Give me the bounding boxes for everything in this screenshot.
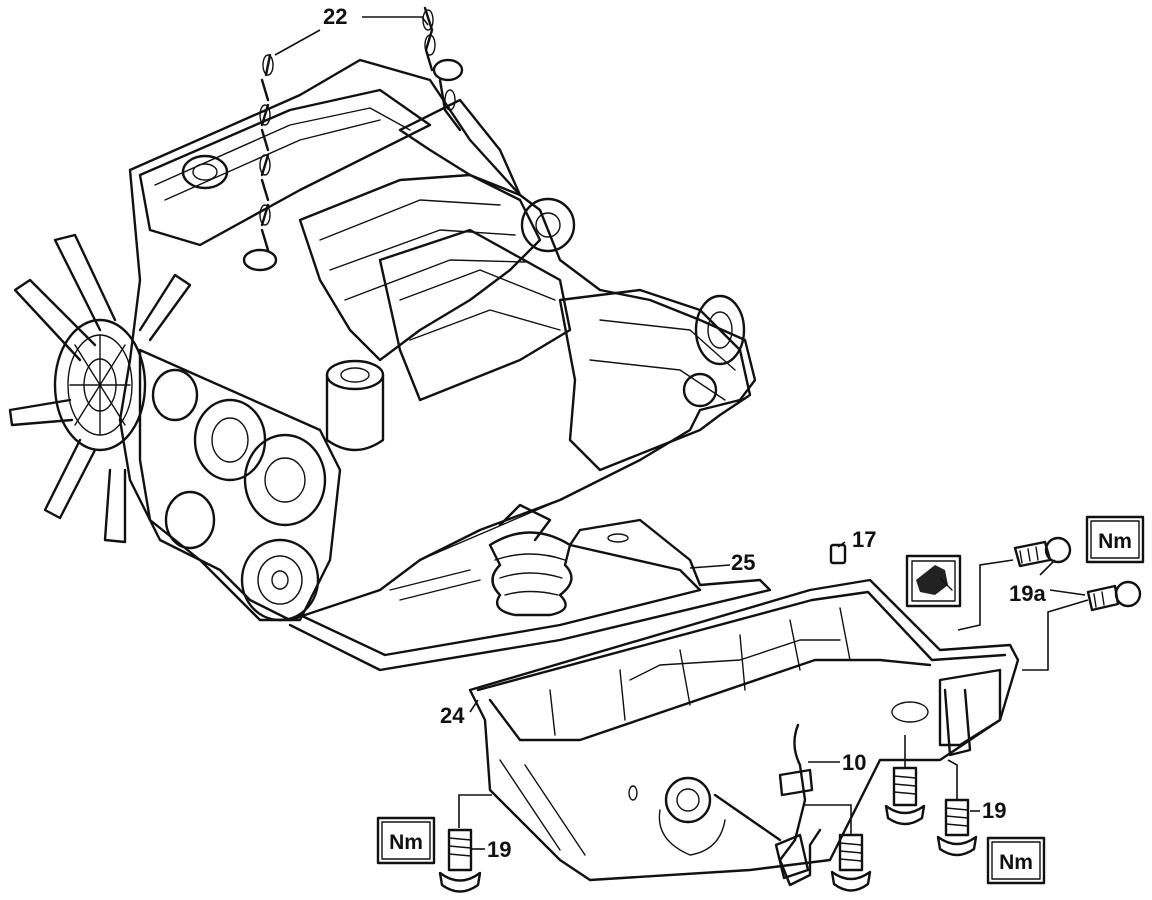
- bolt-icon: [1013, 536, 1072, 568]
- chain-hoist-icon: [242, 53, 278, 272]
- torque-badge-top-right: Nm: [1098, 530, 1132, 553]
- torque-nm-icon: Nm: [376, 816, 436, 865]
- torque-nm-icon: Nm: [986, 836, 1046, 885]
- bolt-icon: [1086, 580, 1142, 612]
- bolt-icon: [884, 766, 926, 826]
- lifting-chains: [242, 6, 464, 272]
- torque-nm-icon: Nm: [1085, 515, 1145, 564]
- bolt-icon: [936, 798, 978, 857]
- callout-17: 17: [852, 527, 876, 552]
- callout-19-left: 19: [487, 837, 511, 862]
- sealant-tube-icon: [905, 554, 962, 608]
- bolt-icon: [438, 828, 482, 893]
- leader-lines: [274, 16, 1089, 850]
- cooling-fan: [8, 233, 192, 544]
- callout-19-right: 19: [982, 798, 1006, 823]
- callout-10: 10: [842, 750, 866, 775]
- plug-17: [829, 543, 847, 565]
- bolt-icon: [830, 833, 872, 892]
- engine-assembly: [8, 58, 772, 672]
- callout-22: 22: [323, 4, 347, 29]
- callout-24: 24: [440, 703, 465, 728]
- callout-19a: 19a: [1009, 581, 1046, 606]
- torque-badge-bottom-right: Nm: [999, 851, 1033, 874]
- engine-mount-boot: [488, 503, 573, 617]
- callout-25: 25: [731, 550, 755, 575]
- oil-level-sensor: [713, 723, 822, 887]
- oil-pan: [468, 578, 1020, 882]
- torque-badge-bottom-left: Nm: [389, 831, 423, 854]
